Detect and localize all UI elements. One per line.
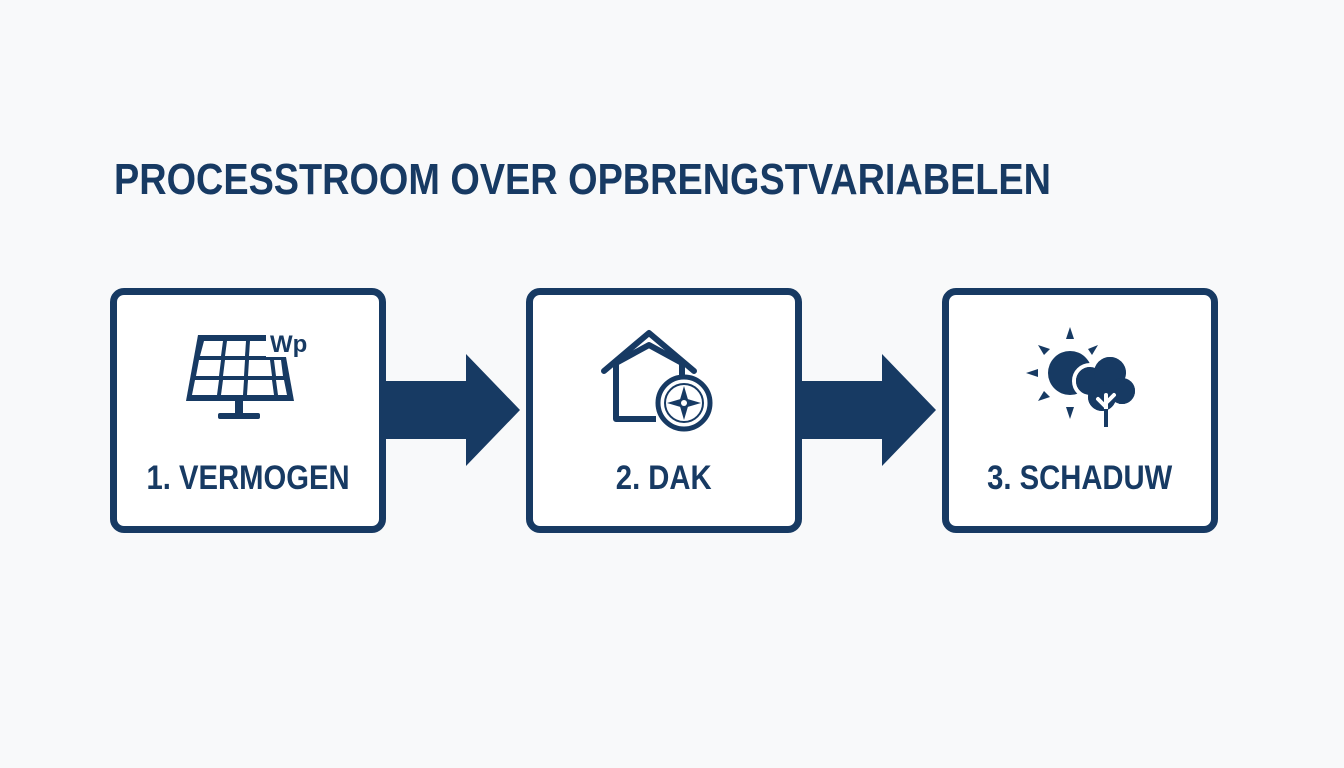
wp-label: Wp — [270, 331, 307, 358]
diagram-title: PROCESSTROOM OVER OPBRENGSTVARIABELEN — [114, 155, 1051, 204]
step-label-vermogen: 1. VERMOGEN — [146, 459, 350, 497]
house-compass-icon — [594, 325, 734, 435]
solar-panel-icon: Wp — [178, 325, 318, 435]
flow-arrow-2 — [796, 354, 936, 466]
step-box-vermogen: Wp 1. VERMOGEN — [110, 288, 386, 533]
sun-tree-icon — [1010, 325, 1150, 435]
step-box-schaduw: 3. SCHADUW — [942, 288, 1218, 533]
flow-arrow-1 — [380, 354, 520, 466]
step-label-schaduw: 3. SCHADUW — [987, 459, 1173, 497]
step-box-dak: 2. DAK — [526, 288, 802, 533]
step-label-dak: 2. DAK — [616, 459, 712, 497]
